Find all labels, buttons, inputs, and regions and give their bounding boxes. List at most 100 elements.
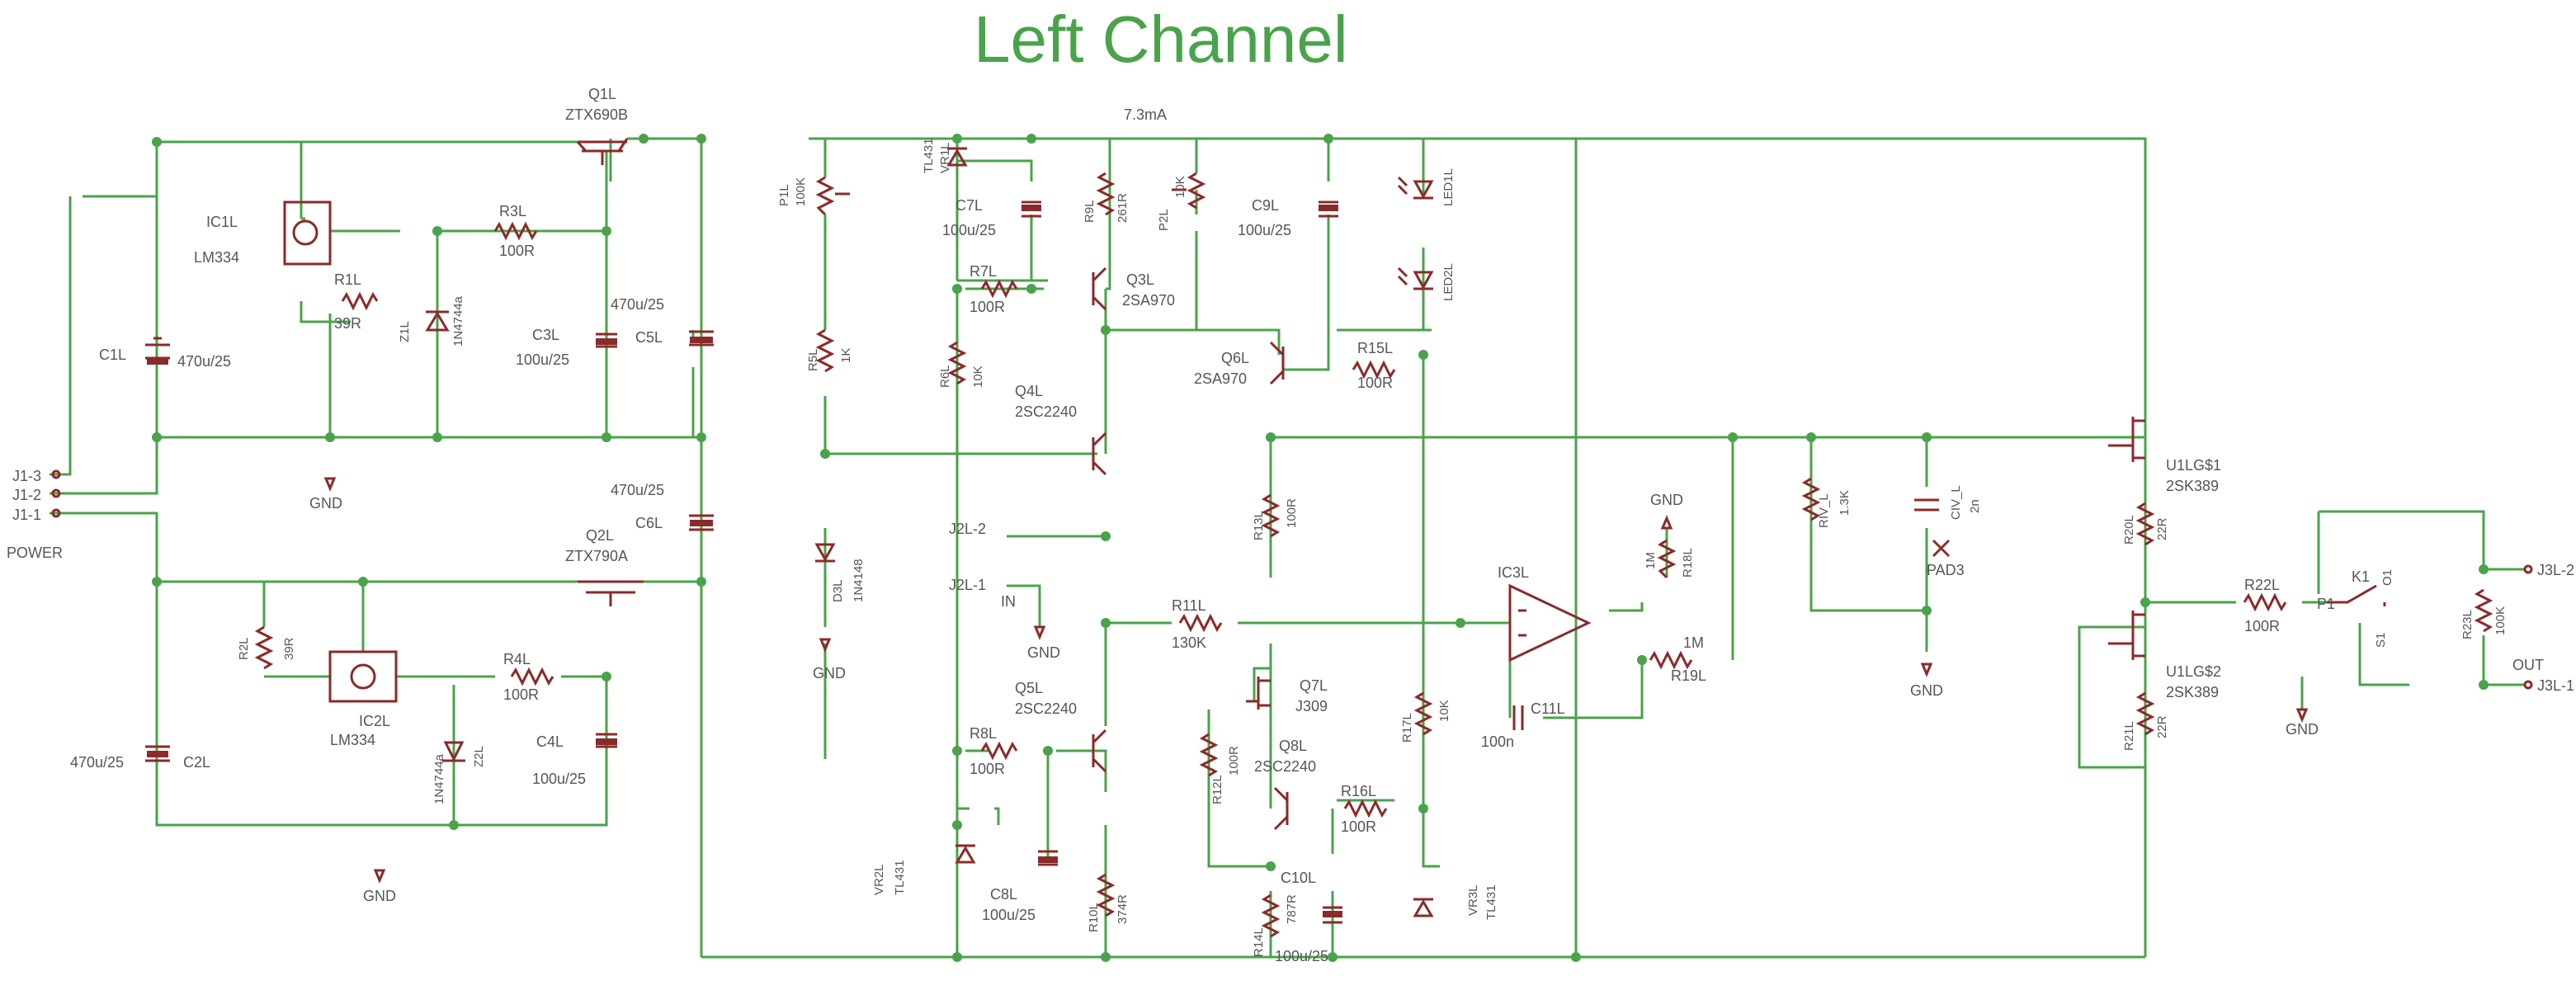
transistor-q6[interactable]: Q6L 2SA970 [1194, 341, 1285, 387]
resistor-symbol [1261, 894, 1281, 938]
capacitor-c7[interactable]: C7L 100u/25 [942, 197, 1041, 238]
potentiometer-p2[interactable]: P2L 10K [1157, 172, 1206, 231]
transistor-symbol [1092, 729, 1107, 773]
resistor-r9[interactable]: R9L 261R [1083, 172, 1130, 223]
potentiometer-p1[interactable]: P1L 100K [777, 176, 850, 216]
junction [696, 432, 706, 442]
junction [1922, 606, 1932, 615]
component-value: 1.3K [1838, 490, 1852, 516]
resistor-r2[interactable]: R2L 39R [237, 625, 296, 670]
output-connector[interactable]: J3L-2 OUT J3L-1 [2512, 562, 2574, 694]
junction [152, 137, 162, 147]
resistor-r1[interactable]: R1L 39R [334, 271, 379, 332]
power-connector[interactable]: POWER J1-3 J1-2 J1-1 [7, 468, 63, 561]
resistor-r10[interactable]: R10L 374R [1087, 873, 1130, 932]
jfet-u1b[interactable]: U1LG$2 2SK389 [2108, 611, 2221, 700]
resistor-r17[interactable]: R17L 10K [1400, 691, 1451, 743]
resistor-r12[interactable]: R12L 100R [1199, 733, 1241, 804]
capacitor-c1[interactable]: C1L 470u/25 [99, 337, 231, 370]
capacitor-plate [147, 358, 168, 365]
jfet-u1a[interactable]: U1LG$1 2SK389 [2108, 417, 2221, 494]
resistor-r22[interactable]: R22L 100R [2243, 577, 2287, 634]
resistor-r19[interactable]: 1M R19L [1649, 634, 1706, 684]
capacitor-c9[interactable]: C9L 100u/25 [1238, 197, 1338, 238]
capacitor-c10[interactable]: C10L 100u/25 [1275, 870, 1342, 964]
resistor-r23[interactable]: R23L 100K [2460, 588, 2508, 639]
resistor-r16[interactable]: R16L 100R [1341, 783, 1388, 835]
shunt-vr2[interactable]: VR2L TL431 [872, 844, 976, 895]
transistor-q5[interactable]: Q5L 2SC2240 [1015, 680, 1107, 773]
zener-z1[interactable]: Z1L 1N4744a [398, 295, 465, 347]
junction [1418, 350, 1428, 360]
component-value: 1N4744a [432, 753, 446, 804]
resistor-r3[interactable]: R3L 100R [493, 203, 538, 259]
transistor-q8[interactable]: Q8L 2SC2240 [1254, 738, 1316, 831]
component-ref: R5L [806, 348, 820, 371]
capacitor-c2[interactable]: 470u/25 C2L [70, 745, 210, 771]
regulator-ic2[interactable]: IC2L LM334 [328, 650, 398, 748]
component-ref: LED2L [1441, 263, 1455, 301]
resistor-r20[interactable]: R20L 22R [2122, 502, 2169, 546]
component-ref: IC3L [1498, 564, 1529, 581]
resistor-symbol [1096, 873, 1116, 917]
component-value: TL431 [922, 138, 936, 173]
resistor-r14[interactable]: R14L 787R [1252, 894, 1299, 957]
jfet-symbol [2108, 417, 2145, 462]
resistor-r8[interactable]: R8L 100R [970, 725, 1018, 777]
capacitor-civ[interactable]: CIV_L 2n [1914, 485, 1982, 520]
transistor-q7[interactable]: Q7L J309 [1246, 677, 1328, 714]
transistor-q4[interactable]: Q4L 2SC2240 [1015, 383, 1107, 476]
component-ref: C2L [183, 754, 210, 771]
resistor-r4[interactable]: R4L 100R [503, 651, 554, 703]
gnd-label: GND [1910, 682, 1943, 699]
zener-z2[interactable]: 1N4744a Z2L [432, 741, 486, 804]
resistor-r15[interactable]: R15L 100R [1352, 340, 1396, 391]
component-ref: C10L [1281, 870, 1316, 886]
gnd-icon [1660, 515, 1673, 530]
resistor-r11[interactable]: R11L 130K [1172, 597, 1223, 651]
capacitor-c11[interactable]: C11L 100n [1481, 700, 1565, 750]
resistor-r18[interactable]: 1M R18L [1644, 539, 1695, 579]
capacitor-symbol [1319, 200, 1338, 218]
ic-body [283, 200, 332, 266]
transistor-q1[interactable]: Q1L ZTX690B [565, 86, 629, 165]
capacitor-c5[interactable]: C5L 470u/25 [611, 296, 714, 347]
capacitor-c4[interactable]: C4L 100u/25 [532, 733, 617, 787]
resistor-r7[interactable]: R7L 100R [970, 263, 1018, 315]
led-symbol [1397, 266, 1434, 290]
led-led1[interactable]: LED1L [1397, 168, 1455, 206]
component-ref: PAD3 [1927, 562, 1965, 578]
resistor-r13[interactable]: R13L 100R [1252, 493, 1299, 540]
resistor-r21[interactable]: R21L 22R [2122, 691, 2169, 751]
component-ref: Q5L [1015, 680, 1043, 696]
capacitor-plate [1319, 205, 1338, 211]
resistor-r5[interactable]: R5L 1K [806, 328, 853, 373]
resistor-riv[interactable]: RIV_L 1.3K [1801, 477, 1852, 528]
regulator-ic1[interactable]: IC1L LM334 [194, 200, 332, 266]
transistor-q3[interactable]: Q3L 2SA970 [1092, 266, 1175, 311]
relay-switch-k1[interactable]: K1 P1 O1 S1 [2317, 568, 2394, 648]
led-led2[interactable]: LED2L [1397, 263, 1455, 301]
shunt-vr3[interactable]: VR3L TL431 [1413, 884, 1498, 920]
component-ref: Z2L [472, 746, 486, 767]
page-title: Left Channel [974, 2, 1348, 76]
component-ref: R21L [2122, 721, 2136, 751]
diode-d3[interactable]: D3L 1N4148 [814, 543, 866, 602]
component-value: 2SA970 [1122, 292, 1175, 309]
capacitor-c3[interactable]: C3L 100u/25 [516, 327, 617, 368]
component-ref: R22L [2244, 577, 2280, 593]
test-pad[interactable]: PAD3 [1927, 539, 1965, 578]
component-value: 100K [2493, 606, 2508, 635]
transistor-q2[interactable]: Q2L ZTX790A [565, 527, 644, 606]
capacitor-c6[interactable]: C6L 470u/25 [611, 482, 714, 531]
opamp-ic3[interactable]: IC3L [1498, 564, 1592, 663]
capacitor-c8[interactable]: C8L 100u/25 [982, 850, 1058, 923]
resistor-r6[interactable]: R6L 10K [938, 341, 985, 388]
input-connector[interactable]: J2L-2 J2L-1 IN [949, 521, 1041, 627]
resistor-symbol [1352, 360, 1396, 380]
component-value: 100u/25 [982, 907, 1036, 923]
component-value: ZTX790A [565, 548, 628, 564]
pin-label: IN [1001, 593, 1016, 610]
shunt-vr1[interactable]: TL431 VR1L [922, 138, 968, 173]
component-value: 100u/25 [532, 771, 586, 787]
